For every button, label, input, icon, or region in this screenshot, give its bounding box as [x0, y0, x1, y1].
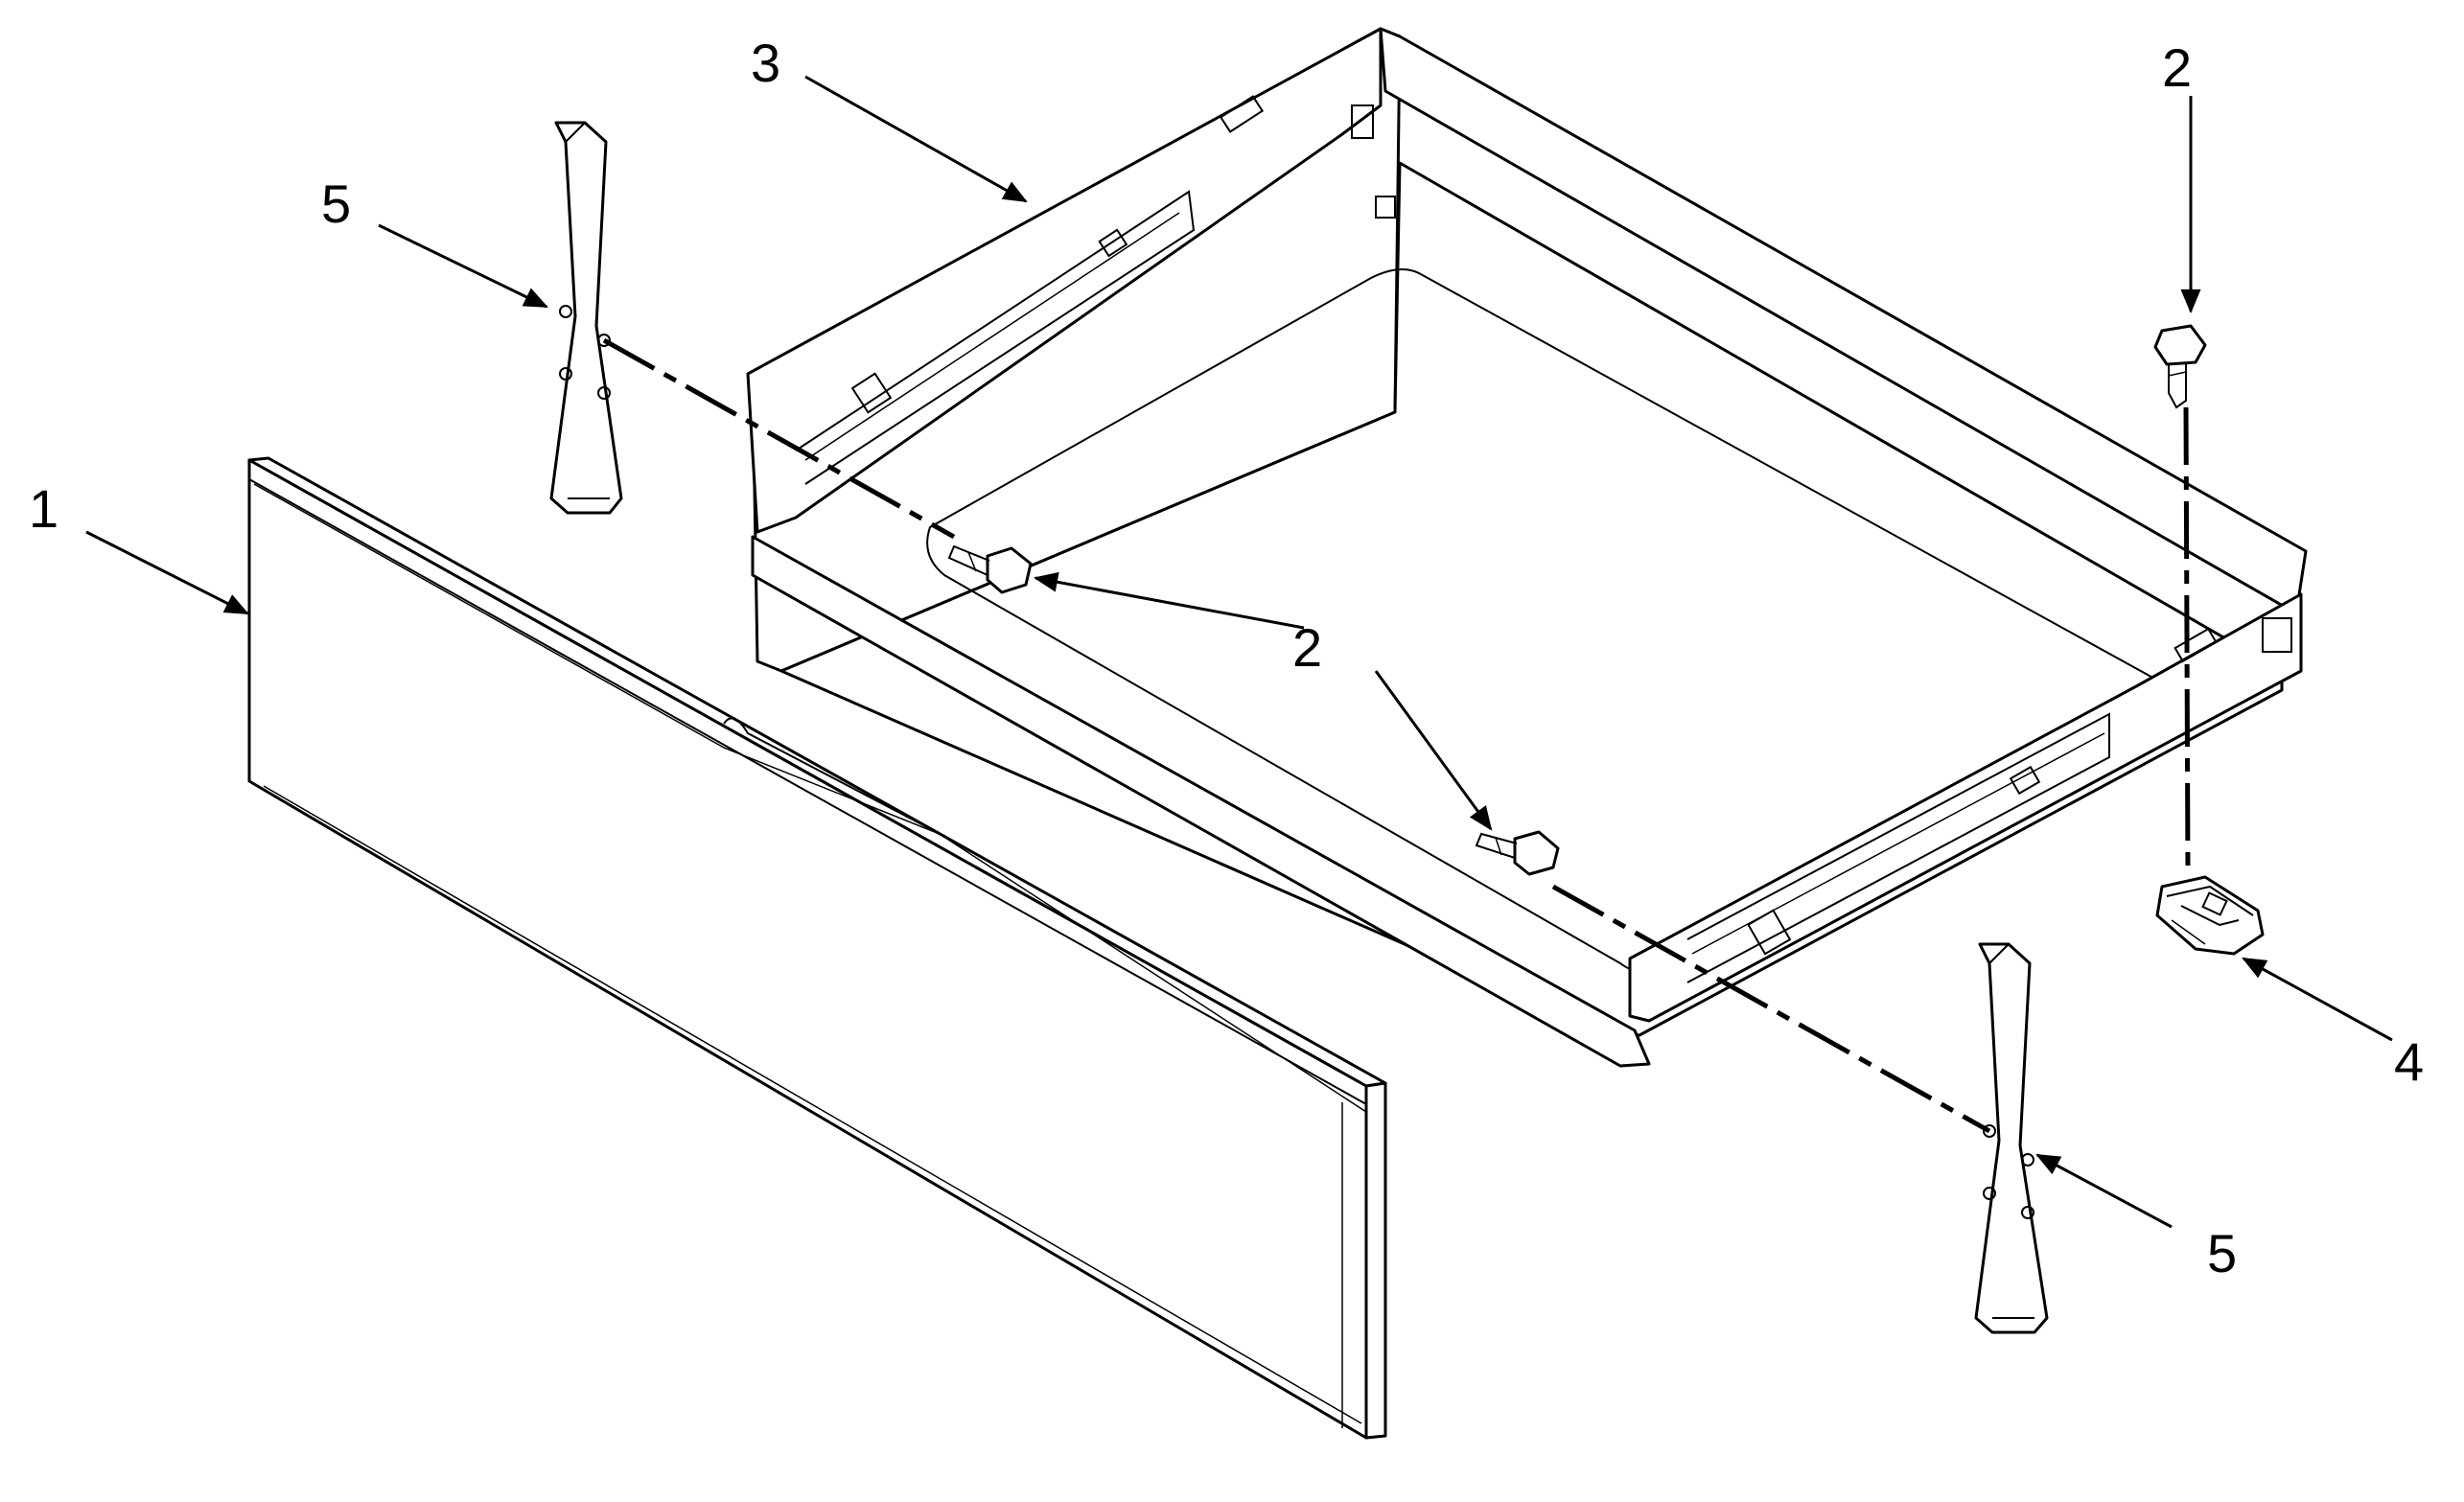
assembly-lines: [602, 337, 2191, 1134]
right-slide-bracket: [1974, 942, 2049, 1334]
clip: [2155, 875, 2265, 956]
callout-3: 3: [751, 33, 780, 93]
callout-1: 1: [29, 478, 58, 539]
drawer-body: [746, 27, 2308, 1068]
callout-5-left: 5: [321, 173, 351, 234]
screw-right: [1475, 830, 1560, 876]
callout-labels: 1 3 5 2 2 4 5: [29, 33, 2424, 1283]
callout-2-left: 2: [1292, 617, 1322, 678]
callout-5-right: 5: [2207, 1223, 2237, 1283]
left-slide-bracket: [549, 121, 623, 515]
leader-arrows: [85, 75, 2393, 1229]
front-panel: [247, 456, 1387, 1440]
callout-4: 4: [2394, 1031, 2424, 1092]
screw-top: [2153, 324, 2207, 409]
screw-left: [947, 544, 1033, 594]
callout-2-top: 2: [2162, 37, 2192, 98]
